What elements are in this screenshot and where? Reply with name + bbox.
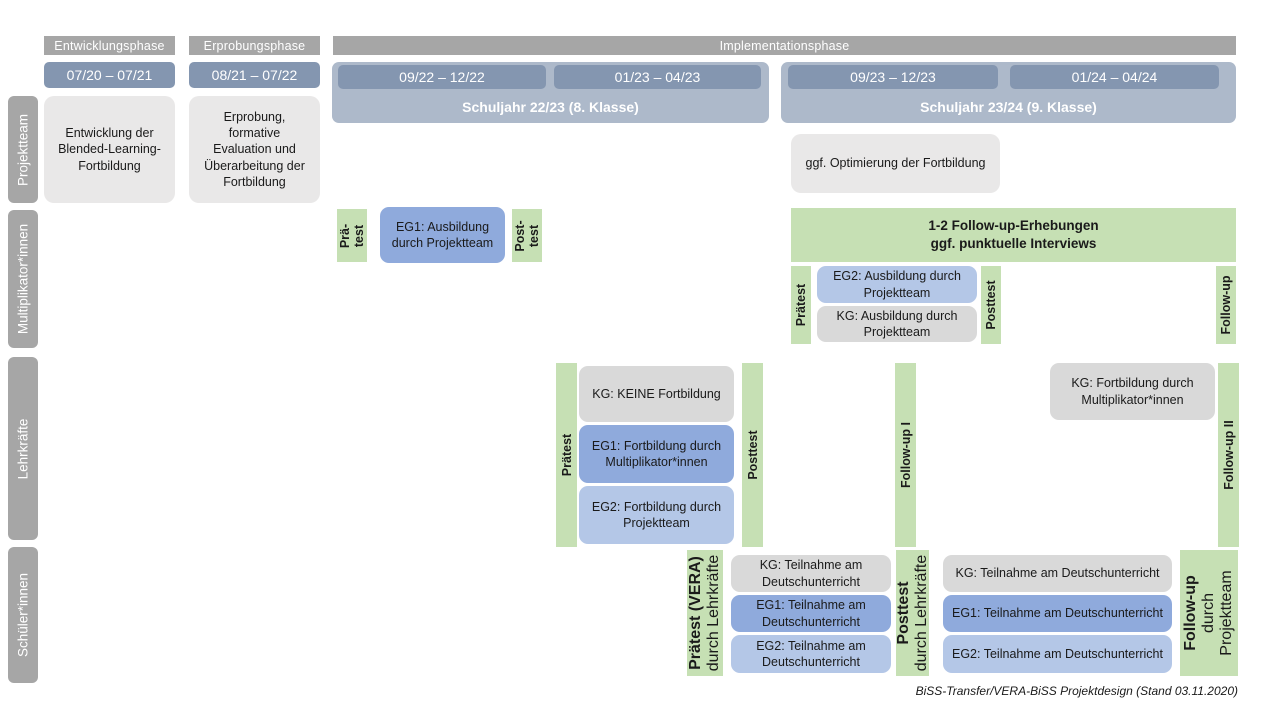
row-label-schuelerinnen: Schüler*innen [8, 547, 38, 683]
box-eg1-teilnahme-deutschunterricht-1: EG1: Teilnahme am Deutschunterricht [731, 595, 891, 632]
period-pill-0923-1223: 09/23 – 12/23 [788, 65, 998, 89]
phase-header-implementationsphase: Implementationsphase [333, 36, 1236, 55]
bar-praetest-multiplikatoren: Prätest [791, 266, 811, 344]
period-pill-0124-0424: 01/24 – 04/24 [1010, 65, 1219, 89]
bar-followup-projektteam-schueler: Follow-up durch Projektteam [1180, 550, 1238, 676]
box-kg-fortbildung-multiplikatoren: KG: Fortbildung durch Multiplikator*inne… [1050, 363, 1215, 420]
bar-followup-multiplikatoren: Follow-up [1216, 266, 1236, 344]
bar-praetest-multiplikatoren-klein: Prä- test [337, 209, 367, 262]
bar-posttest-multiplikatoren: Posttest [981, 266, 1001, 344]
box-kg-keine-fortbildung: KG: KEINE Fortbildung [579, 366, 734, 422]
box-kg-ausbildung-projektteam: KG: Ausbildung durch Projektteam [817, 306, 977, 342]
bar-posttest-lehrkraefte: Posttest [742, 363, 763, 547]
box-kg-teilnahme-deutschunterricht-2: KG: Teilnahme am Deutschunterricht [943, 555, 1172, 592]
phase-header-erprobungsphase: Erprobungsphase [189, 36, 320, 55]
row-label-projektteam: Projektteam [8, 96, 38, 203]
period-pill-0821-0722: 08/21 – 07/22 [189, 62, 320, 88]
box-eg1-fortbildung-multiplikatoren: EG1: Fortbildung durch Multiplikator*inn… [579, 425, 734, 483]
period-pill-0123-0423: 01/23 – 04/23 [554, 65, 761, 89]
box-eg1-ausbildung-projektteam: EG1: Ausbildung durch Projektteam [380, 207, 505, 263]
box-eg2-teilnahme-deutschunterricht-1: EG2: Teilnahme am Deutschunterricht [731, 635, 891, 673]
bar-followup2-lehrkraefte: Follow-up II [1218, 363, 1239, 547]
box-entwicklung-fortbildung: Entwicklung der Blended-Learning-Fortbil… [44, 96, 175, 203]
row-label-multiplikatorinnen: Multiplikator*innen [8, 210, 38, 348]
schoolyear-label-23-24: Schuljahr 23/24 (9. Klasse) [920, 99, 1097, 115]
box-eg1-teilnahme-deutschunterricht-2: EG1: Teilnahme am Deutschunterricht [943, 595, 1172, 632]
bar-posttest-multiplikatoren-klein: Post- test [512, 209, 542, 262]
bar-followup1-lehrkraefte: Follow-up I [895, 363, 916, 547]
box-kg-teilnahme-deutschunterricht-1: KG: Teilnahme am Deutschunterricht [731, 555, 891, 592]
bar-praetest-lehrkraefte: Prätest [556, 363, 577, 547]
period-pill-0720-0721: 07/20 – 07/21 [44, 62, 175, 88]
box-eg2-fortbildung-projektteam: EG2: Fortbildung durch Projektteam [579, 486, 734, 544]
box-eg2-ausbildung-projektteam: EG2: Ausbildung durch Projektteam [817, 266, 977, 303]
bar-praetest-vera-schueler: Prätest (VERA) durch Lehrkräfte [687, 550, 723, 676]
bar-posttest-schueler: Posttest durch Lehrkräfte [895, 550, 930, 676]
footer-caption: BiSS-Transfer/VERA-BiSS Projektdesign (S… [915, 684, 1238, 698]
row-label-lehrkraefte: Lehrkräfte [8, 357, 38, 540]
box-followup-erhebungen: 1-2 Follow-up-Erhebungen ggf. punktuelle… [791, 208, 1236, 262]
box-erprobung-evaluation: Erprobung, formative Evaluation und Über… [189, 96, 320, 203]
phase-header-entwicklungsphase: Entwicklungsphase [44, 36, 175, 55]
period-pill-0922-1222: 09/22 – 12/22 [338, 65, 546, 89]
schoolyear-label-22-23: Schuljahr 22/23 (8. Klasse) [462, 99, 639, 115]
box-optimierung-fortbildung: ggf. Optimierung der Fortbildung [791, 134, 1000, 193]
box-eg2-teilnahme-deutschunterricht-2: EG2: Teilnahme am Deutschunterricht [943, 635, 1172, 673]
